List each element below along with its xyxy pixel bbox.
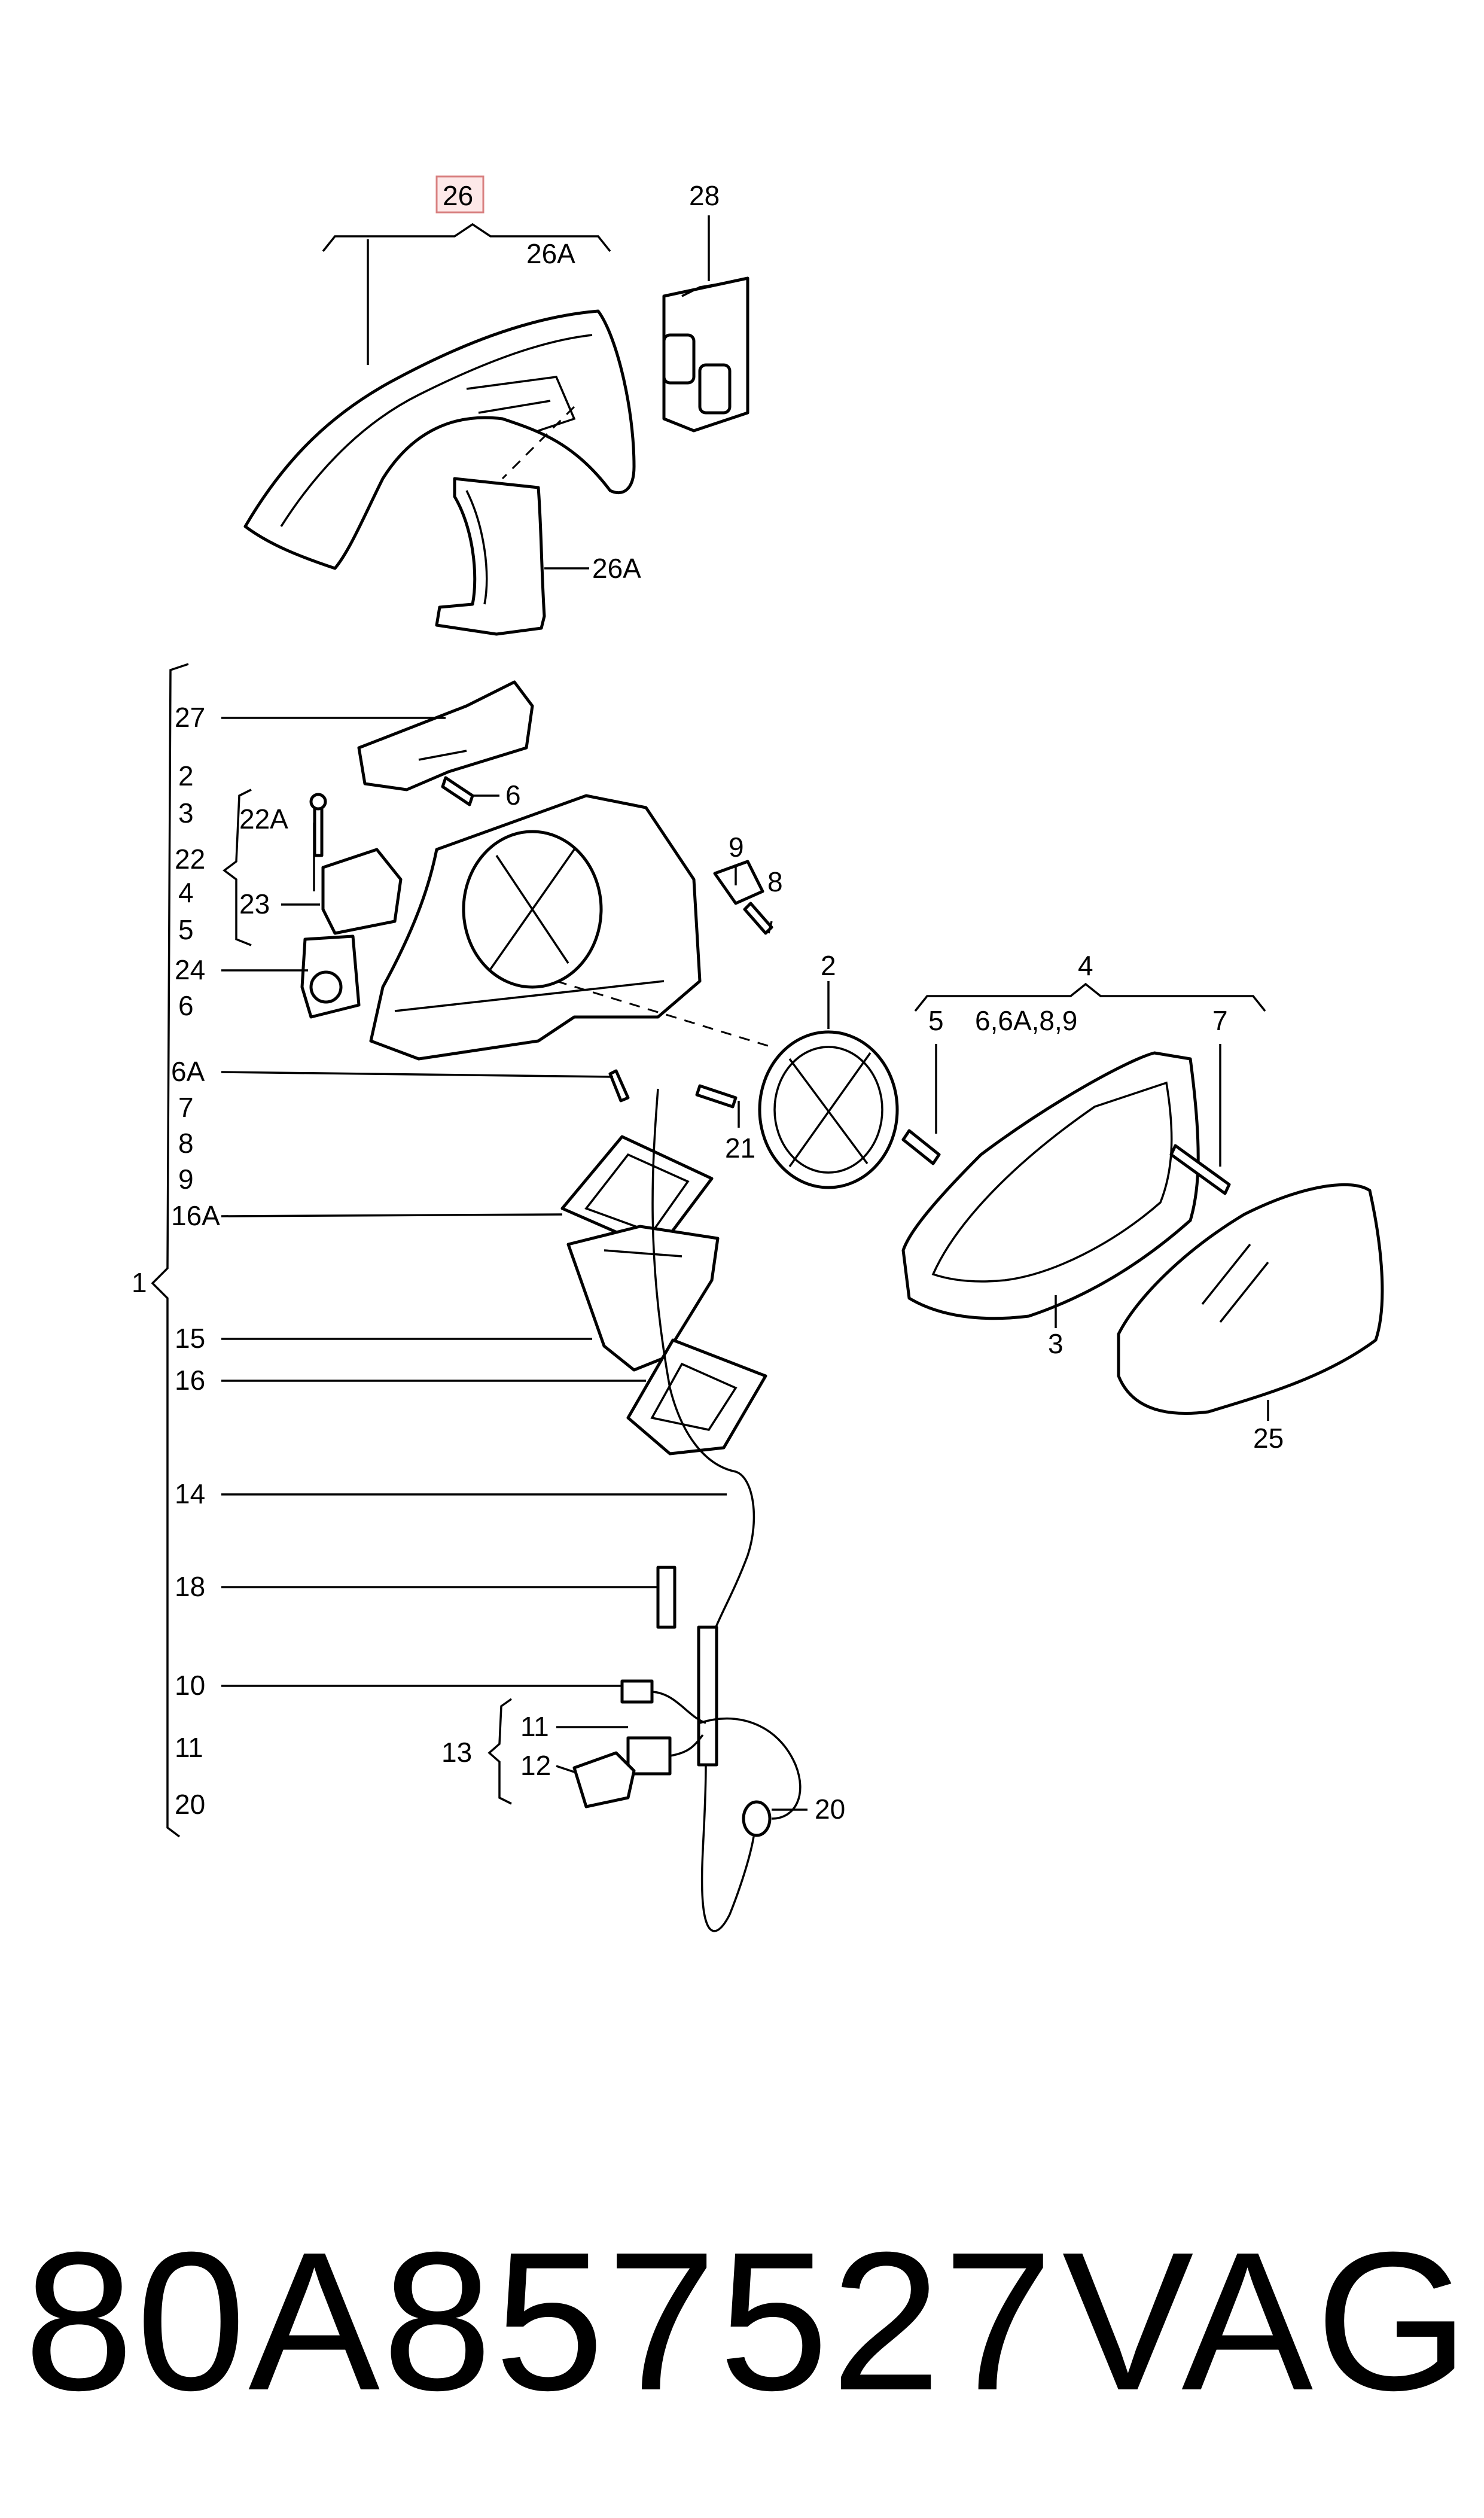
callout-20-right: 20 [815, 1794, 845, 1825]
housing-inner-trim [435, 477, 546, 636]
screw-6a [608, 1069, 630, 1103]
mirror-glass [1117, 1183, 1384, 1415]
bracket-part-27 [357, 680, 534, 791]
callout-6-screw: 6 [505, 780, 521, 811]
callout-7-right: 7 [1212, 1005, 1228, 1036]
mirror-base-bracket [369, 794, 702, 1061]
callout-15: 15 [175, 1323, 205, 1354]
connector-10 [620, 1679, 706, 1724]
callout-7-left: 7 [178, 1092, 194, 1123]
callout-12: 12 [520, 1750, 551, 1781]
highlight-box [435, 175, 484, 214]
callout-24: 24 [175, 954, 205, 985]
callout-23: 23 [239, 888, 270, 919]
callout-6-set: 6,6A,8,9 [975, 1005, 1077, 1036]
footer: 80A857527 VAG [24, 2208, 1471, 2459]
callout-13: 13 [441, 1737, 472, 1768]
connector-12 [572, 1751, 636, 1808]
screw-21 [695, 1084, 738, 1109]
mirror-housing-cap [243, 309, 636, 570]
callout-8-left: 8 [178, 1128, 194, 1159]
callout-26a-side: 26A [592, 553, 641, 584]
callout-4-left: 4 [178, 877, 194, 908]
callout-6a: 6A [171, 1056, 205, 1087]
callout-1: 1 [132, 1267, 147, 1298]
part-number: 80A857527 [24, 2211, 1056, 2431]
callout-9-top: 9 [729, 832, 744, 863]
grommet-20 [742, 1800, 772, 1837]
callout-2-right: 2 [821, 950, 836, 981]
callout-3-right: 3 [1048, 1328, 1064, 1359]
callout-18: 18 [175, 1571, 205, 1602]
exploded-parts-diagram: 26 26A 28 26A 27 2 3 22A 22 23 4 5 24 6 … [132, 175, 1384, 1932]
callout-9-left: 9 [178, 1164, 194, 1195]
adjust-motor-23 [321, 848, 403, 935]
callout-8-top: 8 [767, 866, 783, 897]
callout-4-right: 4 [1078, 950, 1093, 981]
callout-20-left: 20 [175, 1789, 205, 1820]
callout-16a: 16A [171, 1200, 220, 1231]
glass-carrier-plate [758, 1030, 899, 1189]
callout-6-left: 6 [178, 990, 194, 1021]
callout-5-left: 5 [178, 914, 194, 945]
callout-2-left: 2 [178, 760, 194, 791]
callout-21: 21 [725, 1132, 755, 1164]
brand-label: VAG [1062, 2211, 1471, 2431]
adjust-motor-24 [300, 934, 361, 1019]
callout-11-mid: 11 [520, 1711, 549, 1742]
callout-22a: 22A [239, 803, 288, 835]
cable-clip-18 [656, 1566, 677, 1629]
callout-27: 27 [175, 702, 205, 733]
callout-26: 26 [443, 180, 473, 211]
callout-3-left: 3 [178, 797, 194, 829]
leader-lines [151, 215, 1269, 1838]
connector-11 [626, 1734, 704, 1776]
callout-14: 14 [175, 1478, 205, 1509]
screw-7 [1169, 1144, 1231, 1195]
screw-8 [743, 902, 773, 935]
callout-28: 28 [689, 180, 720, 211]
callout-26a-top: 26A [526, 238, 575, 269]
seal-16 [626, 1338, 767, 1456]
screw-5 [901, 1129, 941, 1165]
callout-10: 10 [175, 1670, 205, 1701]
callout-5-right: 5 [928, 1005, 944, 1036]
screw-6 [441, 776, 474, 806]
callout-11-left: 11 [175, 1732, 203, 1763]
side-turn-signal [662, 276, 749, 433]
callout-16: 16 [175, 1365, 205, 1396]
clip-part-9 [713, 860, 764, 905]
mirror-glass-frame [901, 1051, 1200, 1320]
callout-22: 22 [175, 844, 205, 875]
callout-25: 25 [1253, 1423, 1284, 1454]
callout-labels: 26 26A 28 26A 27 2 3 22A 22 23 4 5 24 6 … [132, 180, 1284, 1825]
